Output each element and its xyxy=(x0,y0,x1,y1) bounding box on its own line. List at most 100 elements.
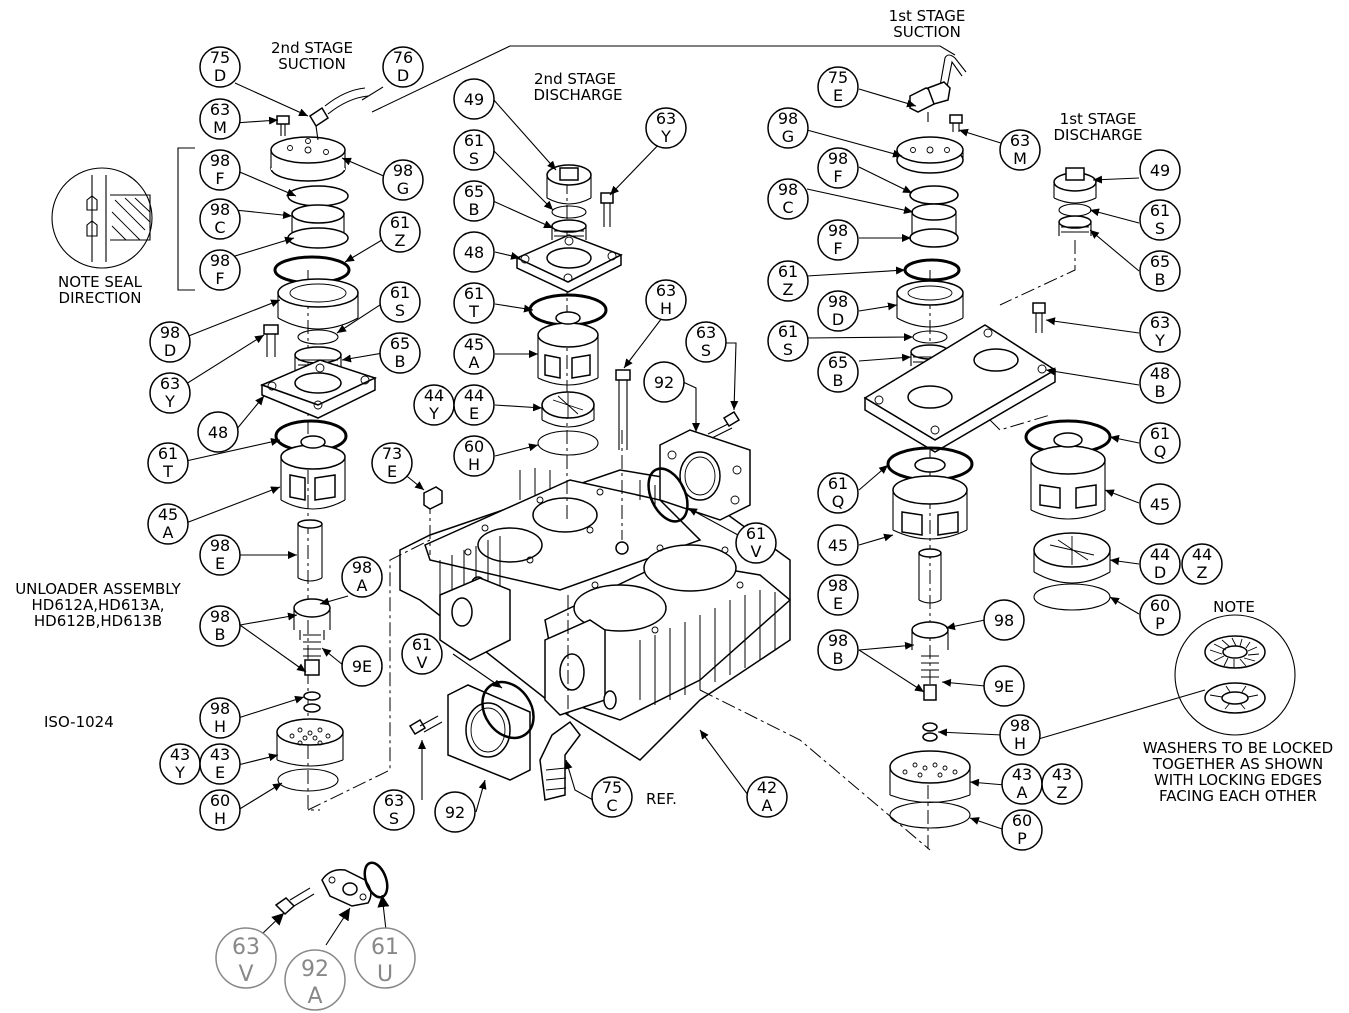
svg-text:61: 61 xyxy=(1150,201,1170,220)
label-washer-note-line3: WITH LOCKING EDGES xyxy=(1154,771,1322,789)
left-2nd-stage-stack-drawing xyxy=(259,87,378,792)
svg-text:Q: Q xyxy=(1154,442,1167,461)
svg-text:61: 61 xyxy=(390,213,410,232)
balloon-98F-right-upper: 98F xyxy=(817,147,859,189)
balloon-75E: 75E xyxy=(817,66,859,108)
svg-text:61: 61 xyxy=(778,262,798,281)
balloon-61Z-right: 61Z xyxy=(767,260,809,302)
svg-text:S: S xyxy=(469,149,479,168)
balloon-42A: 42A xyxy=(746,776,788,818)
balloon-98F-right-lower: 98F xyxy=(817,219,859,261)
svg-text:P: P xyxy=(1017,829,1027,848)
balloon-9E-left: 9E xyxy=(341,645,383,687)
balloon-61S-left: 61S xyxy=(379,281,421,323)
svg-text:65: 65 xyxy=(464,182,484,201)
svg-text:92: 92 xyxy=(301,957,329,982)
svg-text:F: F xyxy=(833,167,842,186)
balloon-63V: 63V xyxy=(215,927,277,989)
svg-text:63: 63 xyxy=(1150,313,1170,332)
svg-text:60: 60 xyxy=(464,437,484,456)
balloon-61S-right: 61S xyxy=(767,320,809,362)
label-note-seal-direction-line1: NOTE SEAL xyxy=(58,273,143,291)
svg-text:F: F xyxy=(833,239,842,258)
svg-text:61: 61 xyxy=(158,444,178,463)
svg-text:D: D xyxy=(164,341,176,360)
balloon-98C-left: 98C xyxy=(199,198,241,240)
svg-text:48: 48 xyxy=(208,423,228,442)
svg-text:A: A xyxy=(1017,783,1028,802)
svg-text:63: 63 xyxy=(1010,131,1030,150)
balloon-43A: 43A xyxy=(1001,763,1043,805)
label-2nd-stage-discharge-line2: DISCHARGE xyxy=(533,86,622,104)
svg-text:49: 49 xyxy=(1150,161,1170,180)
svg-text:E: E xyxy=(215,554,225,573)
svg-text:61: 61 xyxy=(746,524,766,543)
svg-text:61: 61 xyxy=(390,283,410,302)
svg-text:98: 98 xyxy=(210,200,230,219)
svg-text:M: M xyxy=(1013,149,1027,168)
balloon-61T-center: 61T xyxy=(453,282,495,324)
washer-note-drawing xyxy=(1174,614,1296,736)
balloon-9E-right: 9E xyxy=(983,665,1025,707)
balloon-48-left: 48 xyxy=(197,411,239,453)
svg-text:44: 44 xyxy=(1192,545,1212,564)
svg-text:45: 45 xyxy=(828,536,848,555)
svg-text:98: 98 xyxy=(828,149,848,168)
balloon-76D: 76D xyxy=(382,46,424,88)
svg-text:61: 61 xyxy=(371,935,399,960)
balloon-48B: 48B xyxy=(1139,362,1181,404)
svg-text:43: 43 xyxy=(1012,765,1032,784)
svg-text:C: C xyxy=(606,796,617,815)
svg-text:75: 75 xyxy=(210,48,230,67)
svg-text:44: 44 xyxy=(464,386,484,405)
balloon-61S-center: 61S xyxy=(453,129,495,171)
balloon-60H-center: 60H xyxy=(453,435,495,477)
balloon-60P-lower: 60P xyxy=(1001,809,1043,851)
svg-text:B: B xyxy=(395,352,406,371)
svg-text:65: 65 xyxy=(1150,252,1170,271)
svg-text:S: S xyxy=(783,340,793,359)
svg-text:63: 63 xyxy=(384,791,404,810)
svg-text:98: 98 xyxy=(828,292,848,311)
balloon-49-right: 49 xyxy=(1139,149,1181,191)
balloon-61S-right-upper: 61S xyxy=(1139,199,1181,241)
svg-text:61: 61 xyxy=(1150,424,1170,443)
svg-text:V: V xyxy=(417,653,428,672)
svg-text:A: A xyxy=(163,523,174,542)
svg-text:D: D xyxy=(1154,563,1166,582)
svg-text:A: A xyxy=(307,984,322,1009)
svg-text:61: 61 xyxy=(828,474,848,493)
balloon-45A-center: 45A xyxy=(453,333,495,375)
svg-text:B: B xyxy=(469,200,480,219)
balloon-92A: 92A xyxy=(284,949,346,1011)
label-1st-stage-suction-line2: SUCTION xyxy=(893,23,961,41)
balloon-98G-right: 98G xyxy=(767,107,809,149)
svg-text:Y: Y xyxy=(1154,331,1165,350)
balloon-98F-left-lower: 98F xyxy=(199,249,241,291)
svg-text:Z: Z xyxy=(1057,783,1068,802)
balloon-45-left: 45 xyxy=(817,524,859,566)
balloon-61Q-left: 61Q xyxy=(817,472,859,514)
svg-text:98: 98 xyxy=(994,611,1014,630)
label-1st-stage-suction-line1: 1st STAGE xyxy=(889,7,966,25)
svg-text:43: 43 xyxy=(170,745,190,764)
svg-text:A: A xyxy=(469,353,480,372)
balloon-63H: 63H xyxy=(645,279,687,321)
label-2nd-stage-discharge-line1: 2nd STAGE xyxy=(534,70,616,88)
svg-text:98: 98 xyxy=(778,180,798,199)
svg-text:63: 63 xyxy=(160,374,180,393)
balloon-98F-left-upper: 98F xyxy=(199,149,241,191)
balloon-98D-left: 98D xyxy=(149,321,191,363)
balloon-73E: 73E xyxy=(371,442,413,484)
balloon-98-right: 98 xyxy=(983,599,1025,641)
svg-text:61: 61 xyxy=(412,635,432,654)
svg-text:98: 98 xyxy=(393,161,413,180)
svg-text:H: H xyxy=(214,717,226,736)
balloon-98B-right: 98B xyxy=(817,629,859,671)
balloon-61U: 61U xyxy=(354,927,416,989)
balloon-45-right: 45 xyxy=(1139,483,1181,525)
svg-text:63: 63 xyxy=(232,935,260,960)
label-unloader-assembly-line3: HD612B,HD613B xyxy=(34,612,162,630)
svg-text:61: 61 xyxy=(778,322,798,341)
